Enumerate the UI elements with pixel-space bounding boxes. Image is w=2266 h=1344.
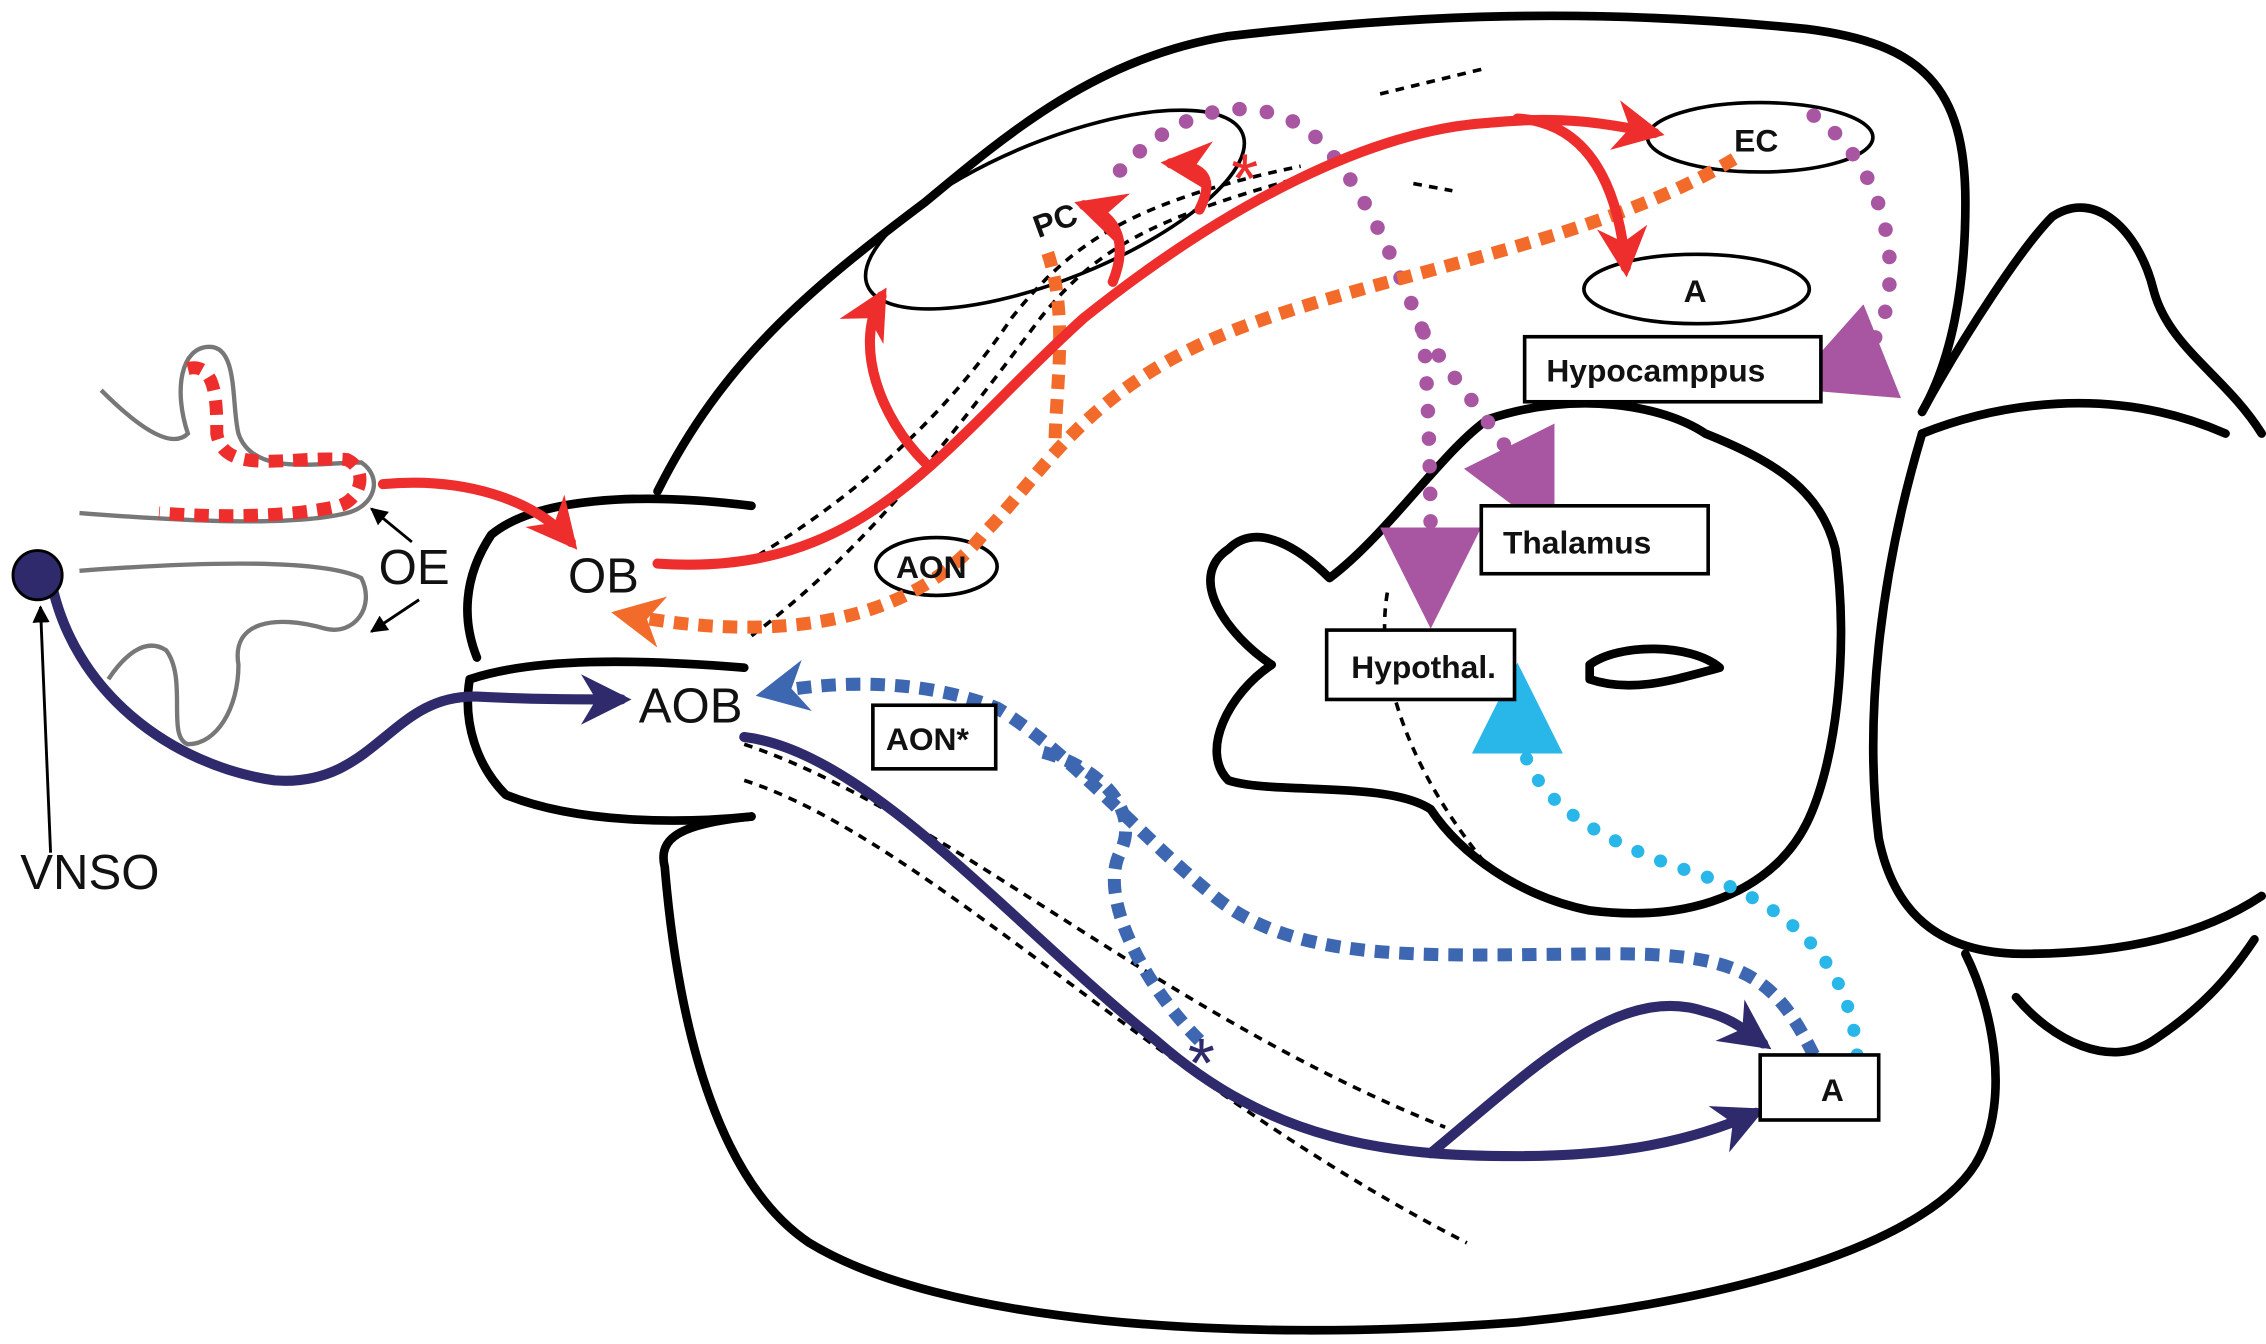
oe-pointer-2 [369,598,420,633]
vnso-pointer [32,605,53,853]
amygdala-top-region [1582,252,1812,326]
main-olfactory-pathway [377,100,1665,570]
oe-red-dashed [158,361,367,523]
thalamus-box [1479,504,1710,576]
aon-feedback-2 [1041,250,1067,449]
brain-outline [463,11,2266,1335]
aon-star-label: AON* [886,721,970,757]
hippocampus-box [1522,334,1823,404]
pc-label: PC [1028,196,1082,245]
aon-star-box [871,703,998,771]
thalamus-label: Thalamus [1503,524,1651,560]
aob-feedback [755,660,1820,1058]
red-asterisk: * [1231,139,1258,217]
aob-feedback-2 [1038,745,1205,1046]
hypothalamus-label: Hypothal. [1351,649,1496,685]
accessory-olfactory-pathway [45,573,1772,1162]
oe-label: OE [379,541,450,595]
ec-projections [1112,101,1902,629]
navy-asterisk: * [1188,1024,1215,1102]
aon-label: AON [896,549,967,585]
hypothalamus-box [1324,628,1517,702]
amygdala-bottom-box [1758,1053,1881,1122]
pc-region [863,108,1247,311]
hippocampus-label: Hypocamppus [1546,353,1765,389]
oe-pointer-1 [370,507,413,544]
amygdala-bottom-label: A [1821,1072,1844,1108]
aon-region [873,535,999,598]
lateral-olfactory-tract [743,67,1490,1245]
vnso-organ [11,549,64,602]
vnso-label: VNSO [20,846,159,900]
ec-label: EC [1734,123,1778,159]
amygdala-top-label: A [1684,273,1707,309]
ob-label: OB [568,550,639,604]
aon-feedback [611,153,1738,648]
aob-label: AOB [639,680,743,734]
nasal-cavity [79,344,377,747]
